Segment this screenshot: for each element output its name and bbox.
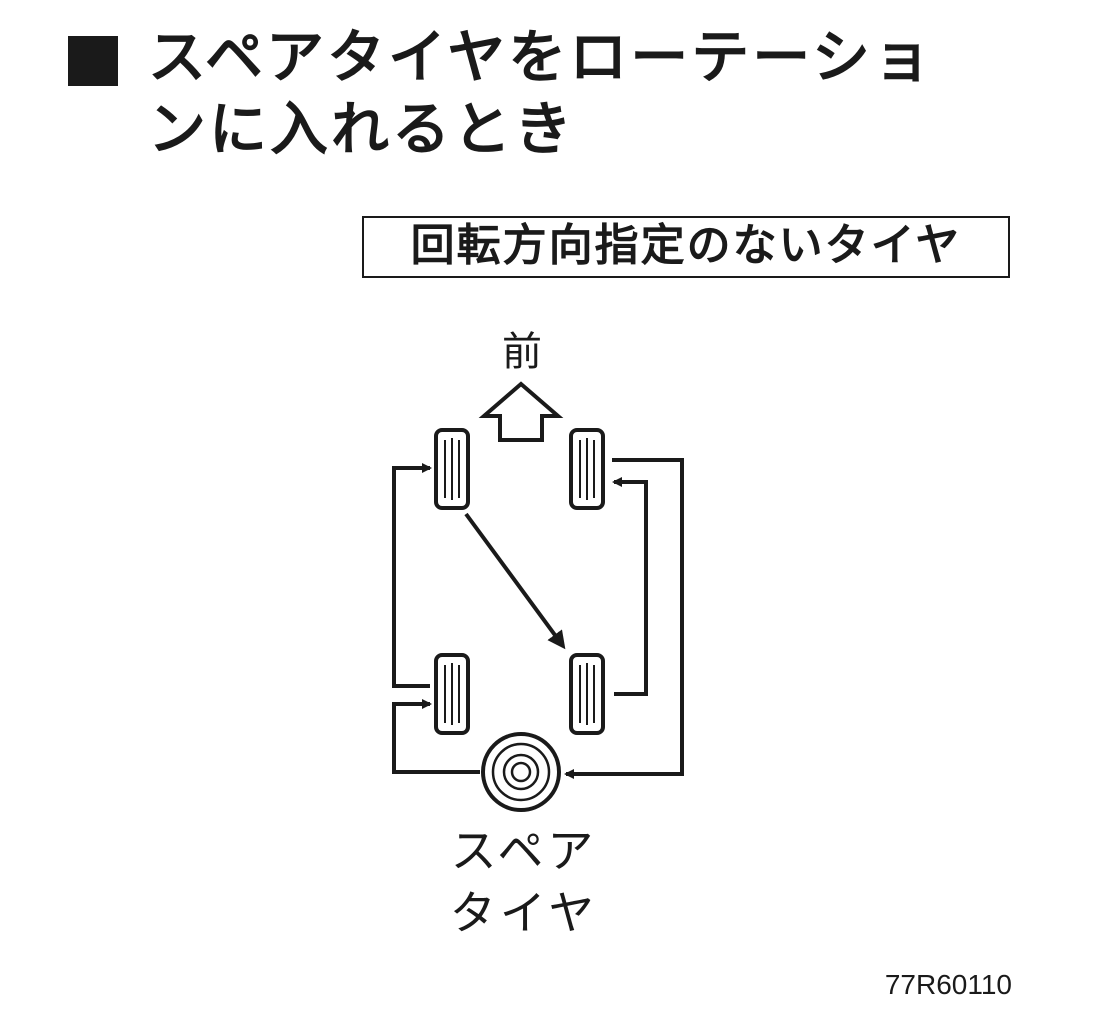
arrow-rear-right-to-front-right <box>612 477 648 696</box>
arrow-spare-to-rear-left <box>392 699 480 774</box>
arrow-front-right-to-spare <box>564 458 684 779</box>
spare-tire-label-line-2: タイヤ <box>449 886 599 940</box>
arrow-front-left-to-rear-right <box>464 512 566 650</box>
tire-front-right-icon <box>569 428 605 510</box>
page-title-line-1: スペアタイヤをローテーショ <box>148 23 935 91</box>
subtitle-box: 回転方向指定のないタイヤ <box>362 216 1010 278</box>
front-label: 前 <box>502 329 542 375</box>
tire-rear-left-icon <box>434 653 470 735</box>
title-square-marker-icon <box>68 36 118 86</box>
spare-tire-label-line-1: スペア <box>450 824 598 878</box>
spare-tire-icon <box>481 732 561 812</box>
arrow-rear-left-to-front-left <box>392 463 432 688</box>
tire-rear-right-icon <box>569 653 605 735</box>
page-title-line-2: ンに入れるとき <box>148 95 576 163</box>
front-direction-arrow-icon <box>478 381 564 442</box>
figure-code: 77R60110 <box>884 969 1012 1000</box>
tire-front-left-icon <box>434 428 470 510</box>
